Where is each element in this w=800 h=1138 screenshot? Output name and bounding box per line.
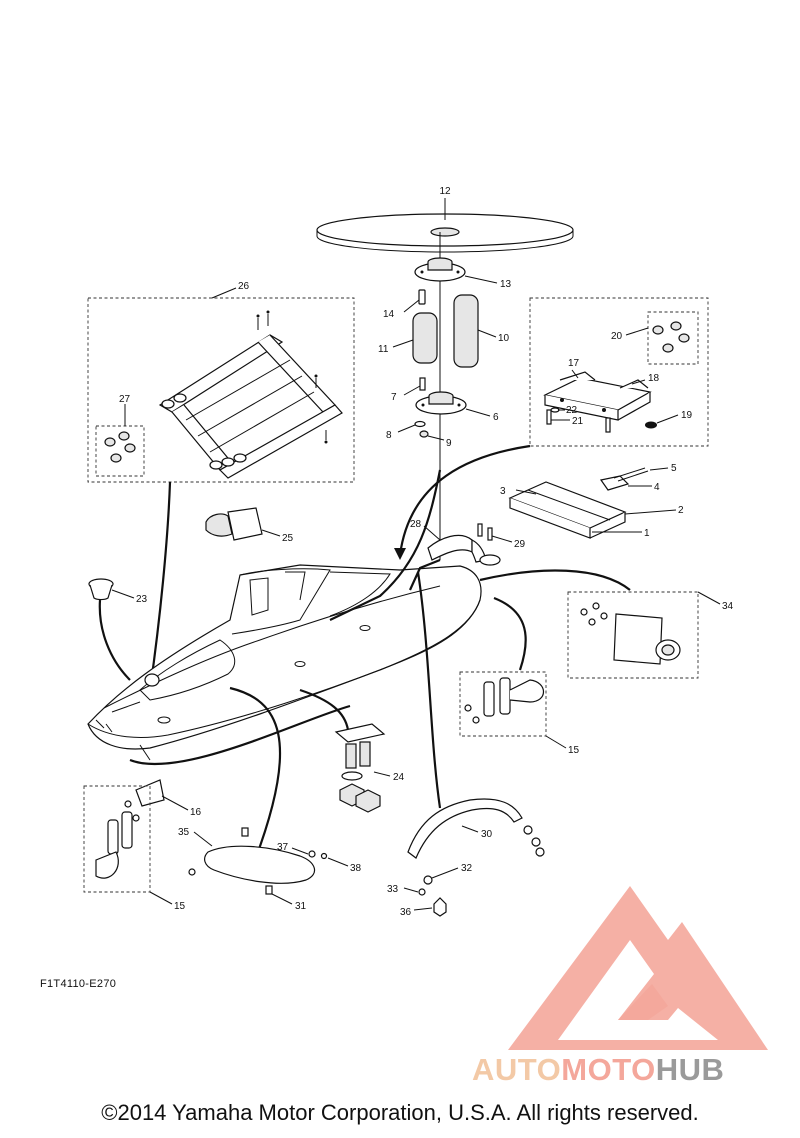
washer-33-part xyxy=(418,888,426,896)
bumper-set-box-2 xyxy=(647,311,699,365)
callout-21: 21 xyxy=(572,416,584,427)
bolt-21b-part xyxy=(605,417,611,433)
pedestal-pipe-long-part xyxy=(453,294,479,368)
callout-30: 30 xyxy=(481,829,493,840)
ladder-group-box xyxy=(87,297,355,483)
callout-6: 6 xyxy=(493,412,499,423)
seat-base-group-box xyxy=(529,297,709,447)
rubber-bumper-part xyxy=(652,321,690,353)
screw-7-part xyxy=(419,377,426,391)
screw-part xyxy=(418,289,426,305)
tow-eye-left-part xyxy=(95,800,140,879)
boarding-ladder-part xyxy=(158,310,343,479)
grab-handle-part xyxy=(188,827,316,895)
cleat-group-box-left xyxy=(83,785,151,893)
watermark-auto: AUTO xyxy=(472,1052,562,1087)
callout-13: 13 xyxy=(500,279,512,290)
screw-29b-part xyxy=(487,527,493,541)
screw-29-part xyxy=(477,523,483,537)
watermark-text: AUTOMOTOHUB xyxy=(472,1052,724,1088)
callout-23: 23 xyxy=(136,594,148,605)
callout-8: 8 xyxy=(386,430,392,441)
nut-part xyxy=(419,430,429,438)
copyright-notice: ©2014 Yamaha Motor Corporation, U.S.A. A… xyxy=(101,1100,699,1125)
bolt-21-part xyxy=(546,409,552,425)
callout-5: 5 xyxy=(671,463,677,474)
callout-3: 3 xyxy=(500,486,506,497)
callout-22: 22 xyxy=(566,405,578,416)
callout-9: 9 xyxy=(446,438,452,449)
callout-2: 2 xyxy=(678,505,684,516)
mirror-part xyxy=(205,507,263,541)
callout-20: 20 xyxy=(611,331,623,342)
callout-35: 35 xyxy=(178,827,190,838)
hatch-latch-box xyxy=(567,591,699,679)
callout-26: 26 xyxy=(238,281,250,292)
grab-rail-part xyxy=(407,798,545,859)
upper-mount-part xyxy=(414,257,466,282)
callout-29: 29 xyxy=(514,539,526,550)
tow-eye-part xyxy=(464,677,545,724)
callout-33: 33 xyxy=(387,884,399,895)
callout-36: 31 xyxy=(295,901,307,912)
nut-37-part xyxy=(308,850,316,858)
callout-28: 28 xyxy=(410,519,422,530)
callout-38: 38 xyxy=(350,863,362,874)
cup-holder-part xyxy=(88,578,114,601)
grommet-part xyxy=(645,421,657,429)
nut-31-part xyxy=(433,897,447,917)
lower-mount-part xyxy=(415,391,467,415)
callout-10: 10 xyxy=(498,333,510,344)
callout-16: 16 xyxy=(190,807,202,818)
hose-fitting-part xyxy=(427,534,501,566)
callout-19: 19 xyxy=(681,410,693,421)
callout-34: 34 xyxy=(722,601,734,612)
callout-14: 14 xyxy=(383,309,395,320)
callout-4: 4 xyxy=(654,482,660,493)
cleat-group-box-right xyxy=(459,671,547,737)
callout-12: 12 xyxy=(439,186,451,197)
watermark-hub: HUB xyxy=(655,1052,725,1087)
washer-part xyxy=(414,420,426,428)
callout-31: 36 xyxy=(400,907,412,918)
table-top-part xyxy=(316,213,574,253)
callout-11: 11 xyxy=(378,344,389,355)
washer-22-part xyxy=(550,407,560,413)
watermark-moto: MOTO xyxy=(561,1052,656,1087)
callout-37: 37 xyxy=(277,842,289,853)
hatch-latch-part xyxy=(580,602,681,665)
callout-32: 32 xyxy=(461,863,473,874)
diagram-code: F1T4110-E270 xyxy=(40,978,117,990)
ladder-bumper-part xyxy=(104,431,136,463)
rail-assembly-part xyxy=(508,467,649,539)
automotohub-logo xyxy=(508,886,768,1050)
callout-24: 24 xyxy=(393,772,405,783)
boat-hull-part xyxy=(87,564,482,761)
pop-up-cleat-part xyxy=(334,723,386,813)
pedestal-pipe-short-part xyxy=(412,312,438,364)
callout-1: 1 xyxy=(644,528,650,539)
bumper-set-box xyxy=(95,425,145,477)
callout-27: 27 xyxy=(119,394,131,405)
washer-32-part xyxy=(423,875,433,885)
washer-38-part xyxy=(320,852,328,860)
callout-7: 7 xyxy=(391,392,397,403)
callout-18: 18 xyxy=(648,373,660,384)
callout-15b: 15 xyxy=(174,901,186,912)
callout-17: 17 xyxy=(568,358,580,369)
callout-15: 15 xyxy=(568,745,580,756)
seat-bracket-part xyxy=(543,371,652,421)
callout-25: 25 xyxy=(282,533,294,544)
